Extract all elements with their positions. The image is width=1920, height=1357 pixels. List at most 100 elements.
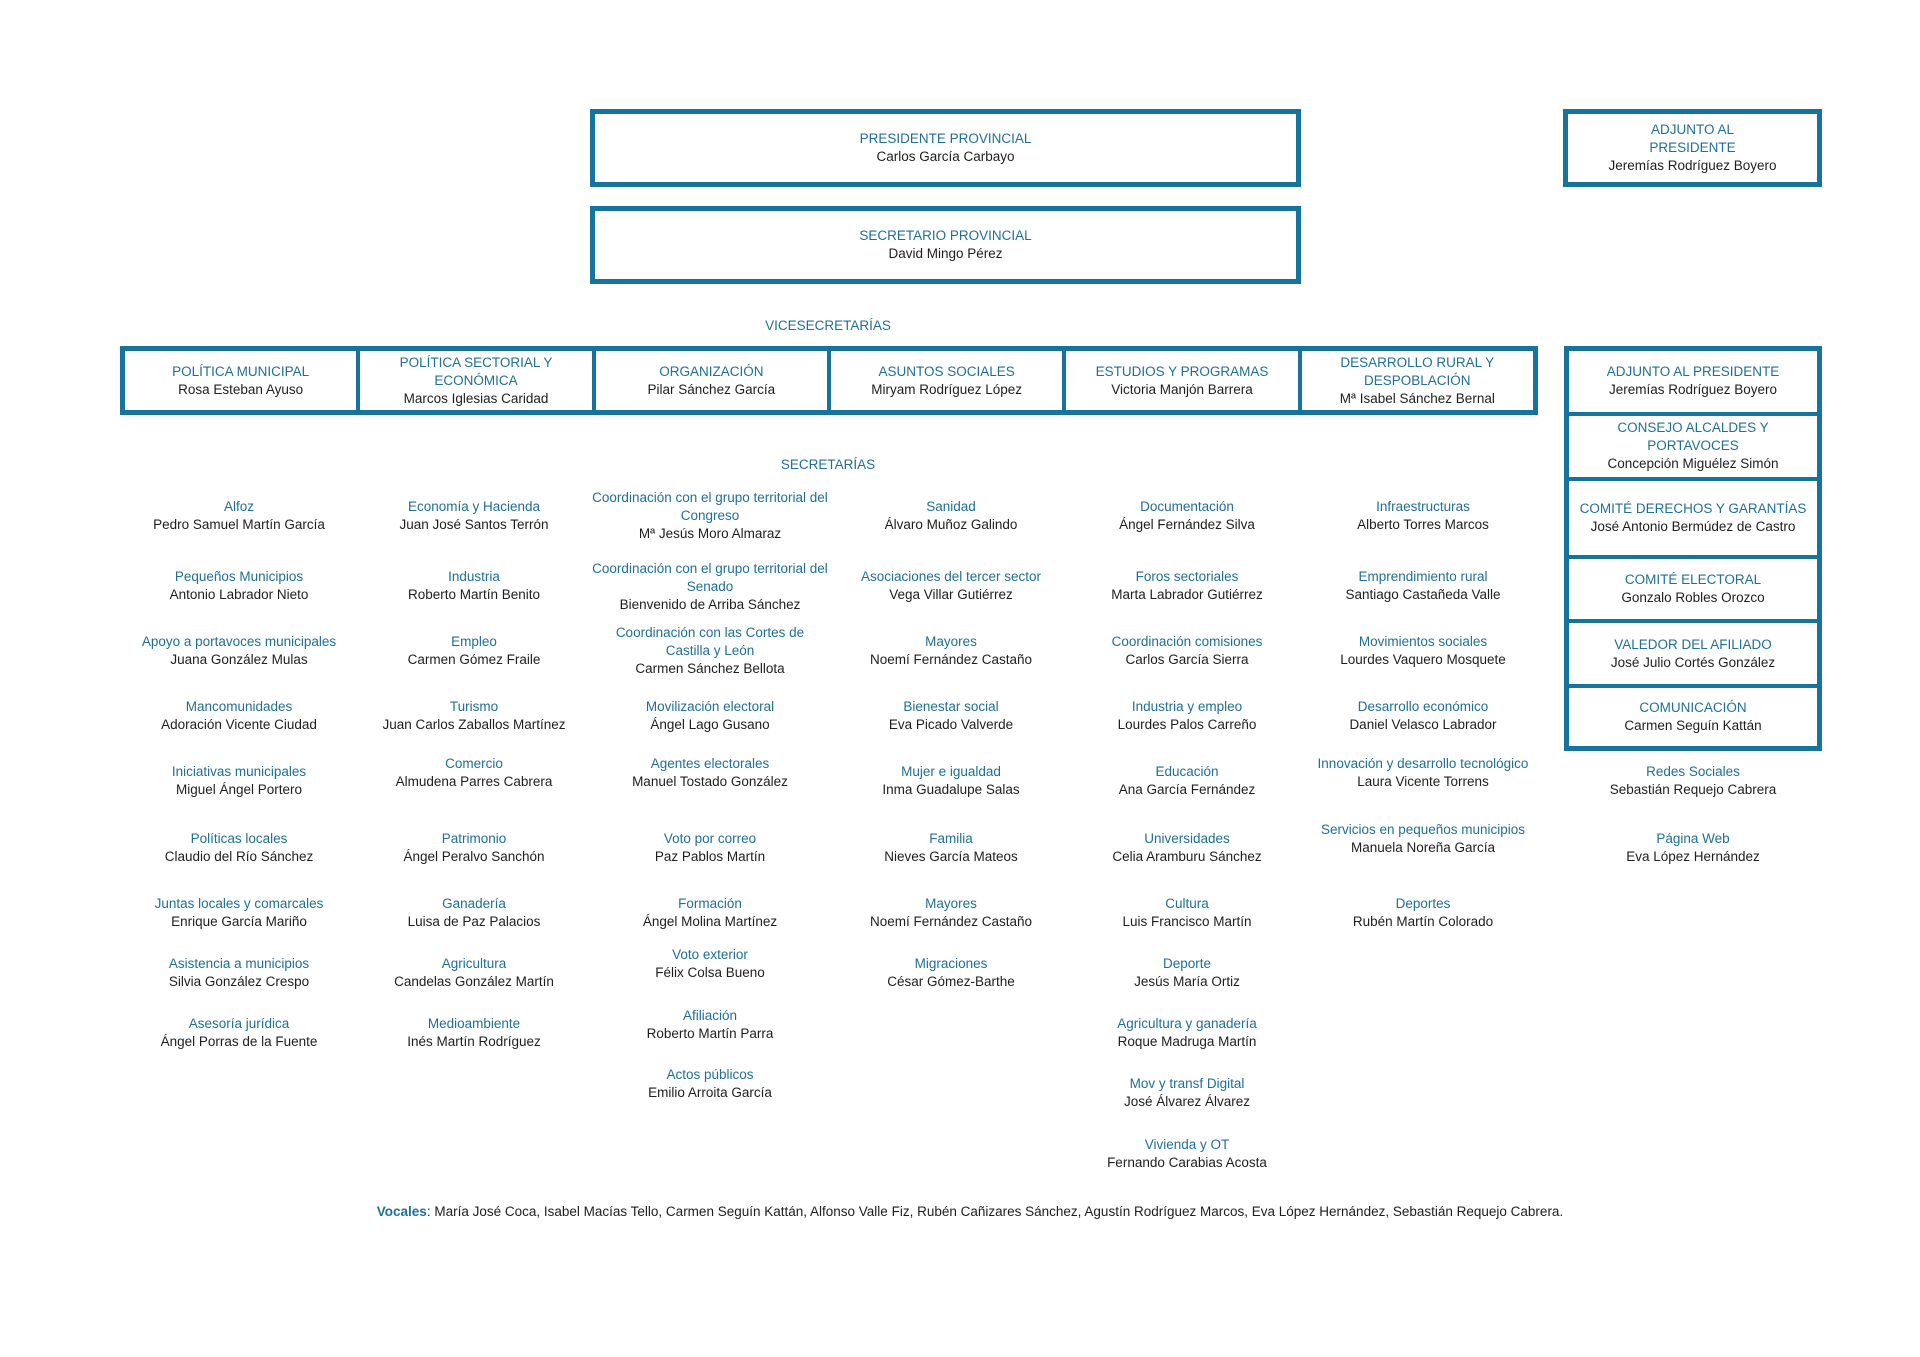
secretary-name: David Mingo Pérez (888, 246, 1003, 261)
adjunto-title-line2: PRESIDENTE (1649, 140, 1736, 155)
secretaria-head-name: Daniel Velasco Labrador (1349, 717, 1497, 732)
secretaria-head-name: Álvaro Muñoz Galindo (884, 517, 1018, 532)
secretaria-head-name: Adoración Vicente Ciudad (161, 717, 317, 732)
unit-title: POLÍTICA SECTORIAL Y ECONÓMICA (399, 354, 553, 388)
president-box: PRESIDENTE PROVINCIAL Carlos García Carb… (590, 109, 1301, 187)
unit-head-name: Marcos Iglesias Caridad (403, 390, 549, 406)
unit-head-name: Rosa Esteban Ayuso (178, 381, 304, 397)
secretaria-title: Políticas locales (190, 831, 288, 846)
vicesecretarias-heading: VICESECRETARÍAS (765, 318, 891, 333)
secretaria-title: Voto por correo (663, 831, 757, 846)
vocales-label: Vocales (376, 1204, 427, 1219)
secretaria-title: Servicios en pequeños municipios (1320, 822, 1526, 837)
secretaria-title: Apoyo a portavoces municipales (141, 634, 337, 649)
secretaria-title: Mayores (925, 896, 977, 911)
secretaria-head-name: Marta Labrador Gutiérrez (1111, 587, 1263, 602)
secretaria-head-name: César Gómez-Barthe (887, 974, 1015, 989)
unit-head-name: Mª Isabel Sánchez Bernal (1339, 390, 1495, 406)
secretaria-head-name: Roberto Martín Benito (407, 587, 541, 602)
secretaria-head-name: Almudena Parres Cabrera (395, 774, 553, 789)
adjunto-name: Jeremías Rodríguez Boyero (1608, 158, 1777, 173)
secretaria-head-name: Roque Madruga Martín (1117, 1034, 1257, 1049)
secretaria-title: Agentes electorales (650, 756, 770, 771)
secretaria-title: Mujer e igualdad (901, 764, 1001, 779)
secretaria-title: Deportes (1395, 896, 1451, 911)
secretaria-head-name: Santiago Castañeda Valle (1345, 587, 1501, 602)
secretaria-head-name: Ángel Fernández Silva (1119, 517, 1255, 532)
secretaria-head-name: Manuela Noreña García (1350, 840, 1496, 855)
secretaria-title: Asociaciones del tercer sector (860, 569, 1042, 584)
secretaria-head-name: Noemí Fernández Castaño (869, 652, 1033, 667)
secretaria-title: Migraciones (914, 956, 988, 971)
unit-title: COMITÉ ELECTORAL (1624, 571, 1762, 587)
secretaria-item: Coordinación con el grupo territorial de… (592, 489, 828, 543)
secretaria-head-name: Paz Pablos Martín (654, 849, 766, 864)
secretaria-title: Educación (1155, 764, 1219, 779)
secretaria-head-name: Luisa de Paz Palacios (407, 914, 541, 929)
president-title: PRESIDENTE PROVINCIAL (859, 131, 1032, 146)
secretaria-head-name: Luis Francisco Martín (1122, 914, 1252, 929)
secretaria-title: Iniciativas municipales (171, 764, 307, 779)
secretaria-title: Agricultura (441, 956, 507, 971)
adjunto-box: ADJUNTO AL PRESIDENTE Jeremías Rodríguez… (1563, 109, 1822, 187)
unit-title: ASUNTOS SOCIALES (878, 363, 1015, 379)
secretaria-head-name: Sebastián Requejo Cabrera (1609, 782, 1777, 797)
secretary-box: SECRETARIO PROVINCIAL David Mingo Pérez (590, 206, 1301, 284)
secretaria-title: Deporte (1162, 956, 1212, 971)
secretaria-head-name: Candelas González Martín (394, 974, 554, 989)
secretaria-title: Coordinación comisiones (1111, 634, 1263, 649)
secretaria-head-name: Mª Jesús Moro Almaraz (638, 526, 782, 541)
secretaria-title: Vivienda y OT (1144, 1137, 1230, 1152)
side-panel-cell: ADJUNTO AL PRESIDENTE Jeremías Rodríguez … (1569, 351, 1817, 416)
secretaria-head-name: Emilio Arroita García (648, 1085, 772, 1100)
secretaria-head-name: Eva López Hernández (1626, 849, 1760, 864)
secretaria-title: Innovación y desarrollo tecnológico (1317, 756, 1529, 771)
secretaria-title: Medioambiente (427, 1016, 521, 1031)
secretaria-head-name: Claudio del Río Sánchez (164, 849, 314, 864)
secretaria-title: Ganadería (442, 896, 506, 911)
secretaria-head-name: Jesús María Ortiz (1134, 974, 1240, 989)
secretaria-title: Familia (929, 831, 973, 846)
secretaria-head-name: Laura Vicente Torrens (1357, 774, 1489, 789)
vicesecretaria-cell: POLÍTICA SECTORIAL Y ECONÓMICA Marcos Igl… (360, 351, 596, 410)
secretaria-head-name: Félix Colsa Bueno (655, 965, 765, 980)
secretaria-title: Mayores (925, 634, 977, 649)
unit-head-name: Jeremías Rodríguez Boyero (1608, 382, 1778, 398)
secretaria-title: Alfoz (223, 499, 254, 514)
secretaria-title: Actos públicos (666, 1067, 754, 1082)
secretaria-title: Mancomunidades (185, 699, 293, 714)
secretaria-head-name: Alberto Torres Marcos (1357, 517, 1489, 532)
secretaria-head-name: Lourdes Palos Carreño (1117, 717, 1257, 732)
unit-title: ADJUNTO AL PRESIDENTE (1606, 364, 1780, 380)
secretaria-head-name: Miguel Ángel Portero (175, 782, 303, 797)
secretaria-head-name: Vega Villar Gutiérrez (889, 587, 1013, 602)
secretaria-title: Formación (678, 896, 742, 911)
